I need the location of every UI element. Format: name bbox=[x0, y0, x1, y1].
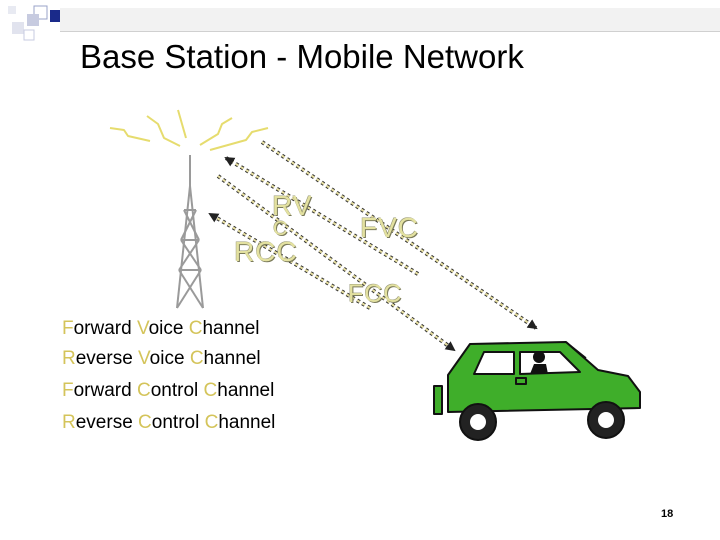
page-title: Base Station - Mobile Network bbox=[80, 38, 524, 75]
fvc-arrow bbox=[260, 140, 538, 330]
rvc-label-bottom: C bbox=[273, 218, 289, 240]
rvc-label-top: RV bbox=[272, 190, 313, 221]
legend-item-fcc: Forward Control Channel bbox=[62, 380, 275, 401]
legend-item-fvc: Forward Voice Channel bbox=[62, 318, 260, 339]
rcc-arrow bbox=[208, 212, 372, 310]
fvc-label: FVC bbox=[360, 212, 419, 243]
fcc-label: FCC bbox=[348, 280, 403, 308]
legend-item-rvc: Reverse Voice Channel bbox=[62, 348, 261, 369]
rvc-arrow bbox=[224, 156, 420, 276]
rcc-label: RCC bbox=[234, 236, 298, 267]
fcc-arrow bbox=[216, 174, 456, 352]
page-number: 18 bbox=[661, 508, 674, 520]
legend-item-rcc: Reverse Control Channel bbox=[62, 412, 276, 433]
